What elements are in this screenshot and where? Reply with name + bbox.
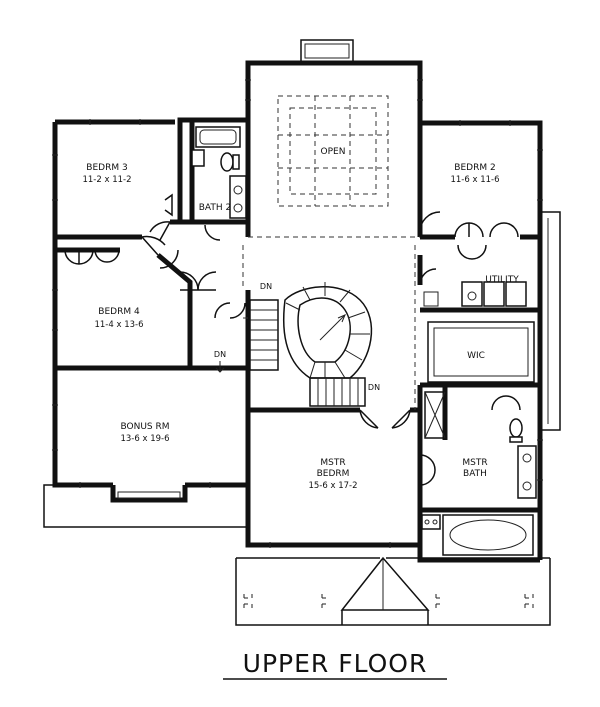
room-bonus-size: 13-6 x 19-6 bbox=[120, 434, 169, 444]
stair-dn-bottom: DN bbox=[368, 383, 380, 392]
left-deck bbox=[43, 484, 248, 528]
room-bedrm2-size: 11-6 x 11-6 bbox=[450, 175, 499, 185]
fixtures bbox=[164, 126, 537, 556]
hall-dashed bbox=[242, 236, 420, 410]
chimney bbox=[300, 39, 354, 63]
room-bedrm2-label: BEDRM 2 bbox=[454, 163, 495, 173]
plan-title: UPPER FLOOR bbox=[243, 649, 428, 678]
room-mstr-bedrm-label-1: MSTR bbox=[320, 458, 345, 468]
windows bbox=[52, 79, 543, 548]
room-mstr-bedrm-label-2: BEDRM bbox=[317, 469, 350, 479]
room-mstr-bath-label-1: MSTR bbox=[462, 458, 487, 468]
room-utility-label: UTILITY bbox=[485, 275, 519, 285]
room-bedrm3-label: BEDRM 3 bbox=[86, 163, 127, 173]
interior-walls bbox=[55, 122, 540, 545]
room-open-label: OPEN bbox=[321, 147, 346, 157]
room-bedrm4-label: BEDRM 4 bbox=[98, 307, 140, 317]
porch-roof bbox=[235, 556, 551, 626]
right-deck bbox=[539, 211, 561, 431]
room-bath2-label: BATH 2 bbox=[199, 203, 231, 213]
room-bonus-label: BONUS RM bbox=[120, 422, 169, 432]
room-bedrm4-size: 11-4 x 13-6 bbox=[94, 320, 143, 330]
staircase bbox=[249, 282, 373, 407]
stair-dn-top: DN bbox=[260, 282, 272, 291]
bonus-bay bbox=[110, 485, 188, 503]
stair-dn-left-arrow bbox=[215, 361, 225, 373]
room-mstr-bath-label-2: BATH bbox=[463, 469, 487, 479]
room-mstr-bedrm-size: 15-6 x 17-2 bbox=[308, 481, 357, 491]
room-bedrm3-size: 11-2 x 11-2 bbox=[82, 175, 131, 185]
open-to-below-grid bbox=[277, 95, 389, 207]
stair-dn-left: DN bbox=[214, 350, 226, 359]
doors bbox=[64, 211, 521, 486]
room-wic-label: WIC bbox=[467, 351, 485, 361]
